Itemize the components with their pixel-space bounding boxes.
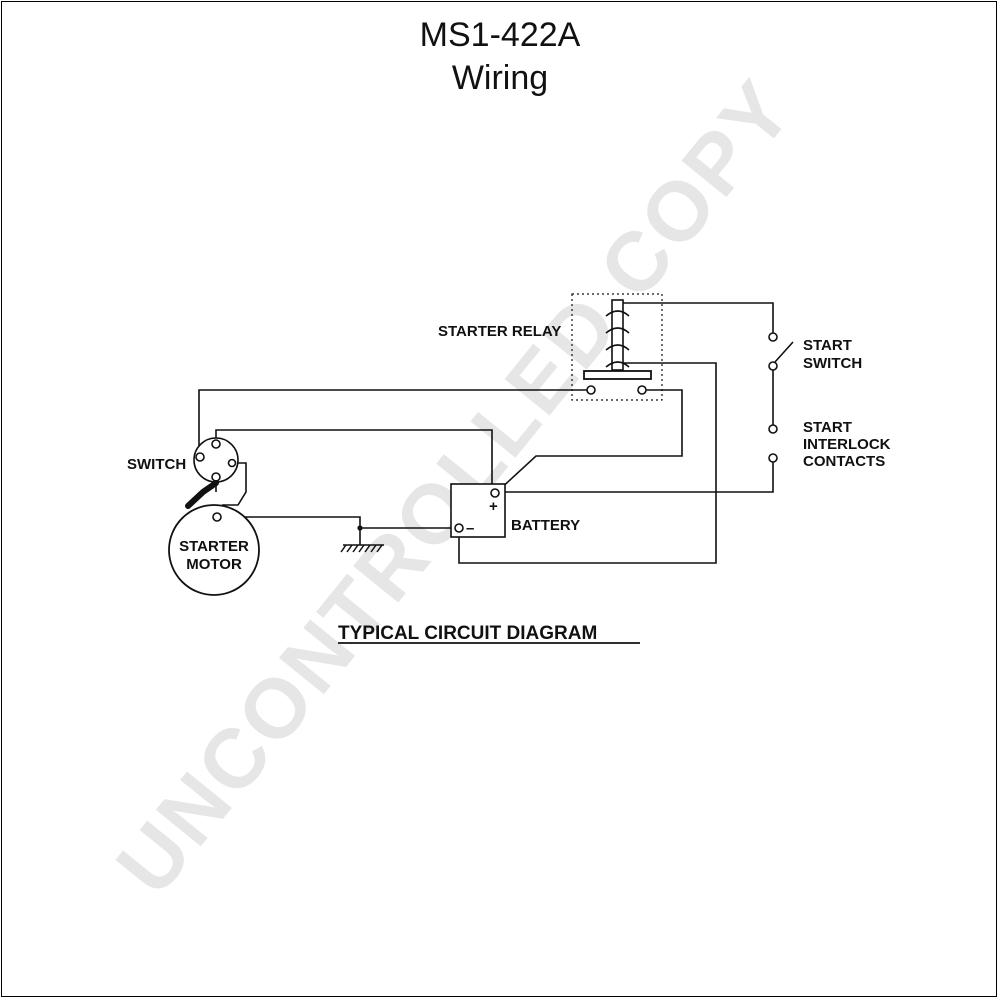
start-switch-label-2: SWITCH xyxy=(803,355,862,372)
start-switch-label-1: START xyxy=(803,337,852,354)
interlock-label-1: START xyxy=(803,419,852,436)
starter-motor xyxy=(168,504,260,596)
battery-positive-terminal xyxy=(490,488,500,498)
starter-relay-enclosure xyxy=(571,293,663,401)
battery-minus-sign: – xyxy=(466,520,474,537)
relay-contact-left xyxy=(586,385,596,395)
start-switch xyxy=(768,332,794,371)
starter-relay-label: STARTER RELAY xyxy=(438,323,561,340)
starter-motor-terminal xyxy=(212,512,222,522)
circuit-wires xyxy=(198,302,774,564)
battery-negative-terminal xyxy=(454,523,464,533)
interlock-label-2: INTERLOCK xyxy=(803,436,891,453)
ground-junction xyxy=(357,525,363,531)
interlock-label-3: CONTACTS xyxy=(803,453,885,470)
heavy-cable xyxy=(185,480,219,509)
battery-plus-sign: + xyxy=(489,498,498,515)
relay-coil xyxy=(605,299,630,371)
start-interlock-contacts xyxy=(768,424,778,463)
starter-motor-label-2: MOTOR xyxy=(186,556,242,573)
relay-contact-bar xyxy=(583,370,652,380)
title-block: MS1-422A Wiring xyxy=(0,14,1000,100)
starter-motor-label-1: STARTER xyxy=(179,538,249,555)
page-title: MS1-422A xyxy=(419,16,581,54)
page-subtitle: Wiring xyxy=(451,59,549,97)
solenoid-switch xyxy=(193,437,239,483)
battery-label: BATTERY xyxy=(511,517,580,534)
diagram-caption: TYPICAL CIRCUIT DIAGRAM xyxy=(338,623,597,644)
relay-contact-right xyxy=(637,385,647,395)
ground-symbol xyxy=(340,544,384,553)
switch-label: SWITCH xyxy=(127,456,186,473)
